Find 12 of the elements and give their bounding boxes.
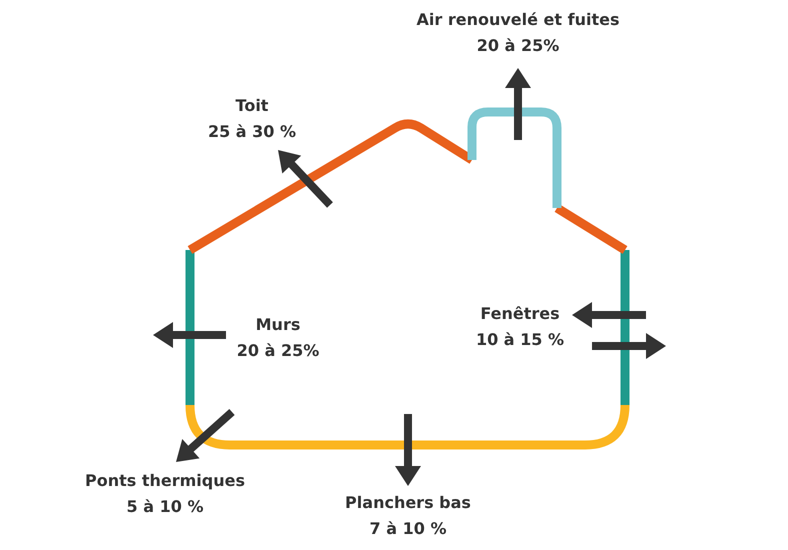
percentage-label: 25 à 30 %	[208, 122, 296, 142]
percentage-label: 5 à 10 %	[126, 497, 204, 517]
percentage-label: 10 à 15 %	[476, 330, 564, 350]
component-label: Toit	[236, 96, 268, 116]
component-label: Air renouvelé et fuites	[416, 10, 620, 30]
percentage-label: 20 à 25%	[476, 36, 560, 56]
component-label: Ponts thermiques	[85, 471, 245, 491]
percentage-label: 7 à 10 %	[370, 519, 446, 539]
component-label: Murs	[256, 315, 300, 335]
percentage-label: 20 à 25%	[236, 341, 320, 361]
component-label: Planchers bas	[345, 493, 471, 513]
component-label: Fenêtres	[480, 304, 560, 324]
